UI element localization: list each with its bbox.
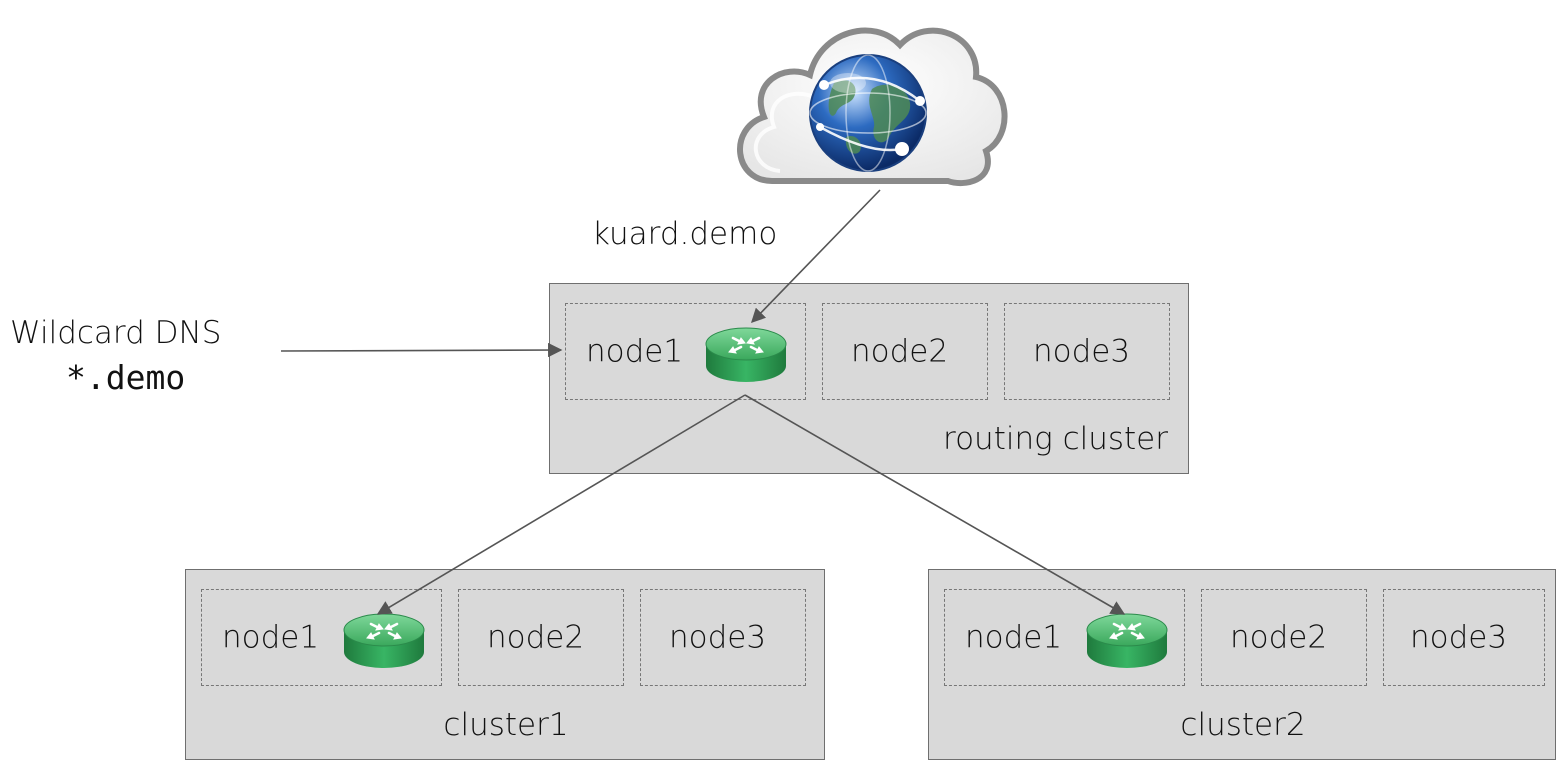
- routing-cluster-node2: node2: [822, 303, 988, 400]
- cluster-name: cluster1: [443, 707, 569, 743]
- node-label: node3: [669, 619, 767, 655]
- node-label: node2: [487, 619, 585, 655]
- cluster2-node3: node3: [1383, 589, 1545, 686]
- node-label: node3: [1033, 333, 1131, 369]
- cluster1-node2: node2: [458, 589, 624, 686]
- node-label: node2: [851, 333, 949, 369]
- arrow-dns-to-routing: [280, 342, 563, 358]
- cluster-name: cluster2: [1180, 707, 1306, 743]
- node-label: node1: [965, 619, 1063, 655]
- router-icon: [1086, 613, 1168, 668]
- cluster2: node1 node2 node3 cluster2: [928, 569, 1556, 760]
- cluster1-node3: node3: [640, 589, 806, 686]
- node-label: node1: [586, 333, 684, 369]
- internet-cloud-icon: [737, 27, 1008, 187]
- domain-label: kuard.demo: [592, 216, 778, 252]
- cluster1: node1 node2 node3 cluster1: [185, 569, 825, 760]
- cluster-name: routing cluster: [943, 421, 1168, 457]
- node-label: node2: [1230, 619, 1328, 655]
- cluster1-node1: node1: [201, 589, 442, 686]
- node-label: node1: [222, 619, 320, 655]
- node-label: node3: [1410, 619, 1508, 655]
- cluster2-node2: node2: [1201, 589, 1367, 686]
- router-icon: [705, 327, 787, 382]
- dns-title: Wildcard DNS: [10, 315, 222, 351]
- cluster2-node1: node1: [944, 589, 1185, 686]
- routing-cluster-node3: node3: [1004, 303, 1170, 400]
- dns-pattern: *.demo: [66, 358, 186, 397]
- routing-cluster-node1: node1: [565, 303, 806, 400]
- routing-cluster: node1 node2 node3 routing cluster: [549, 283, 1189, 474]
- router-icon: [343, 613, 425, 668]
